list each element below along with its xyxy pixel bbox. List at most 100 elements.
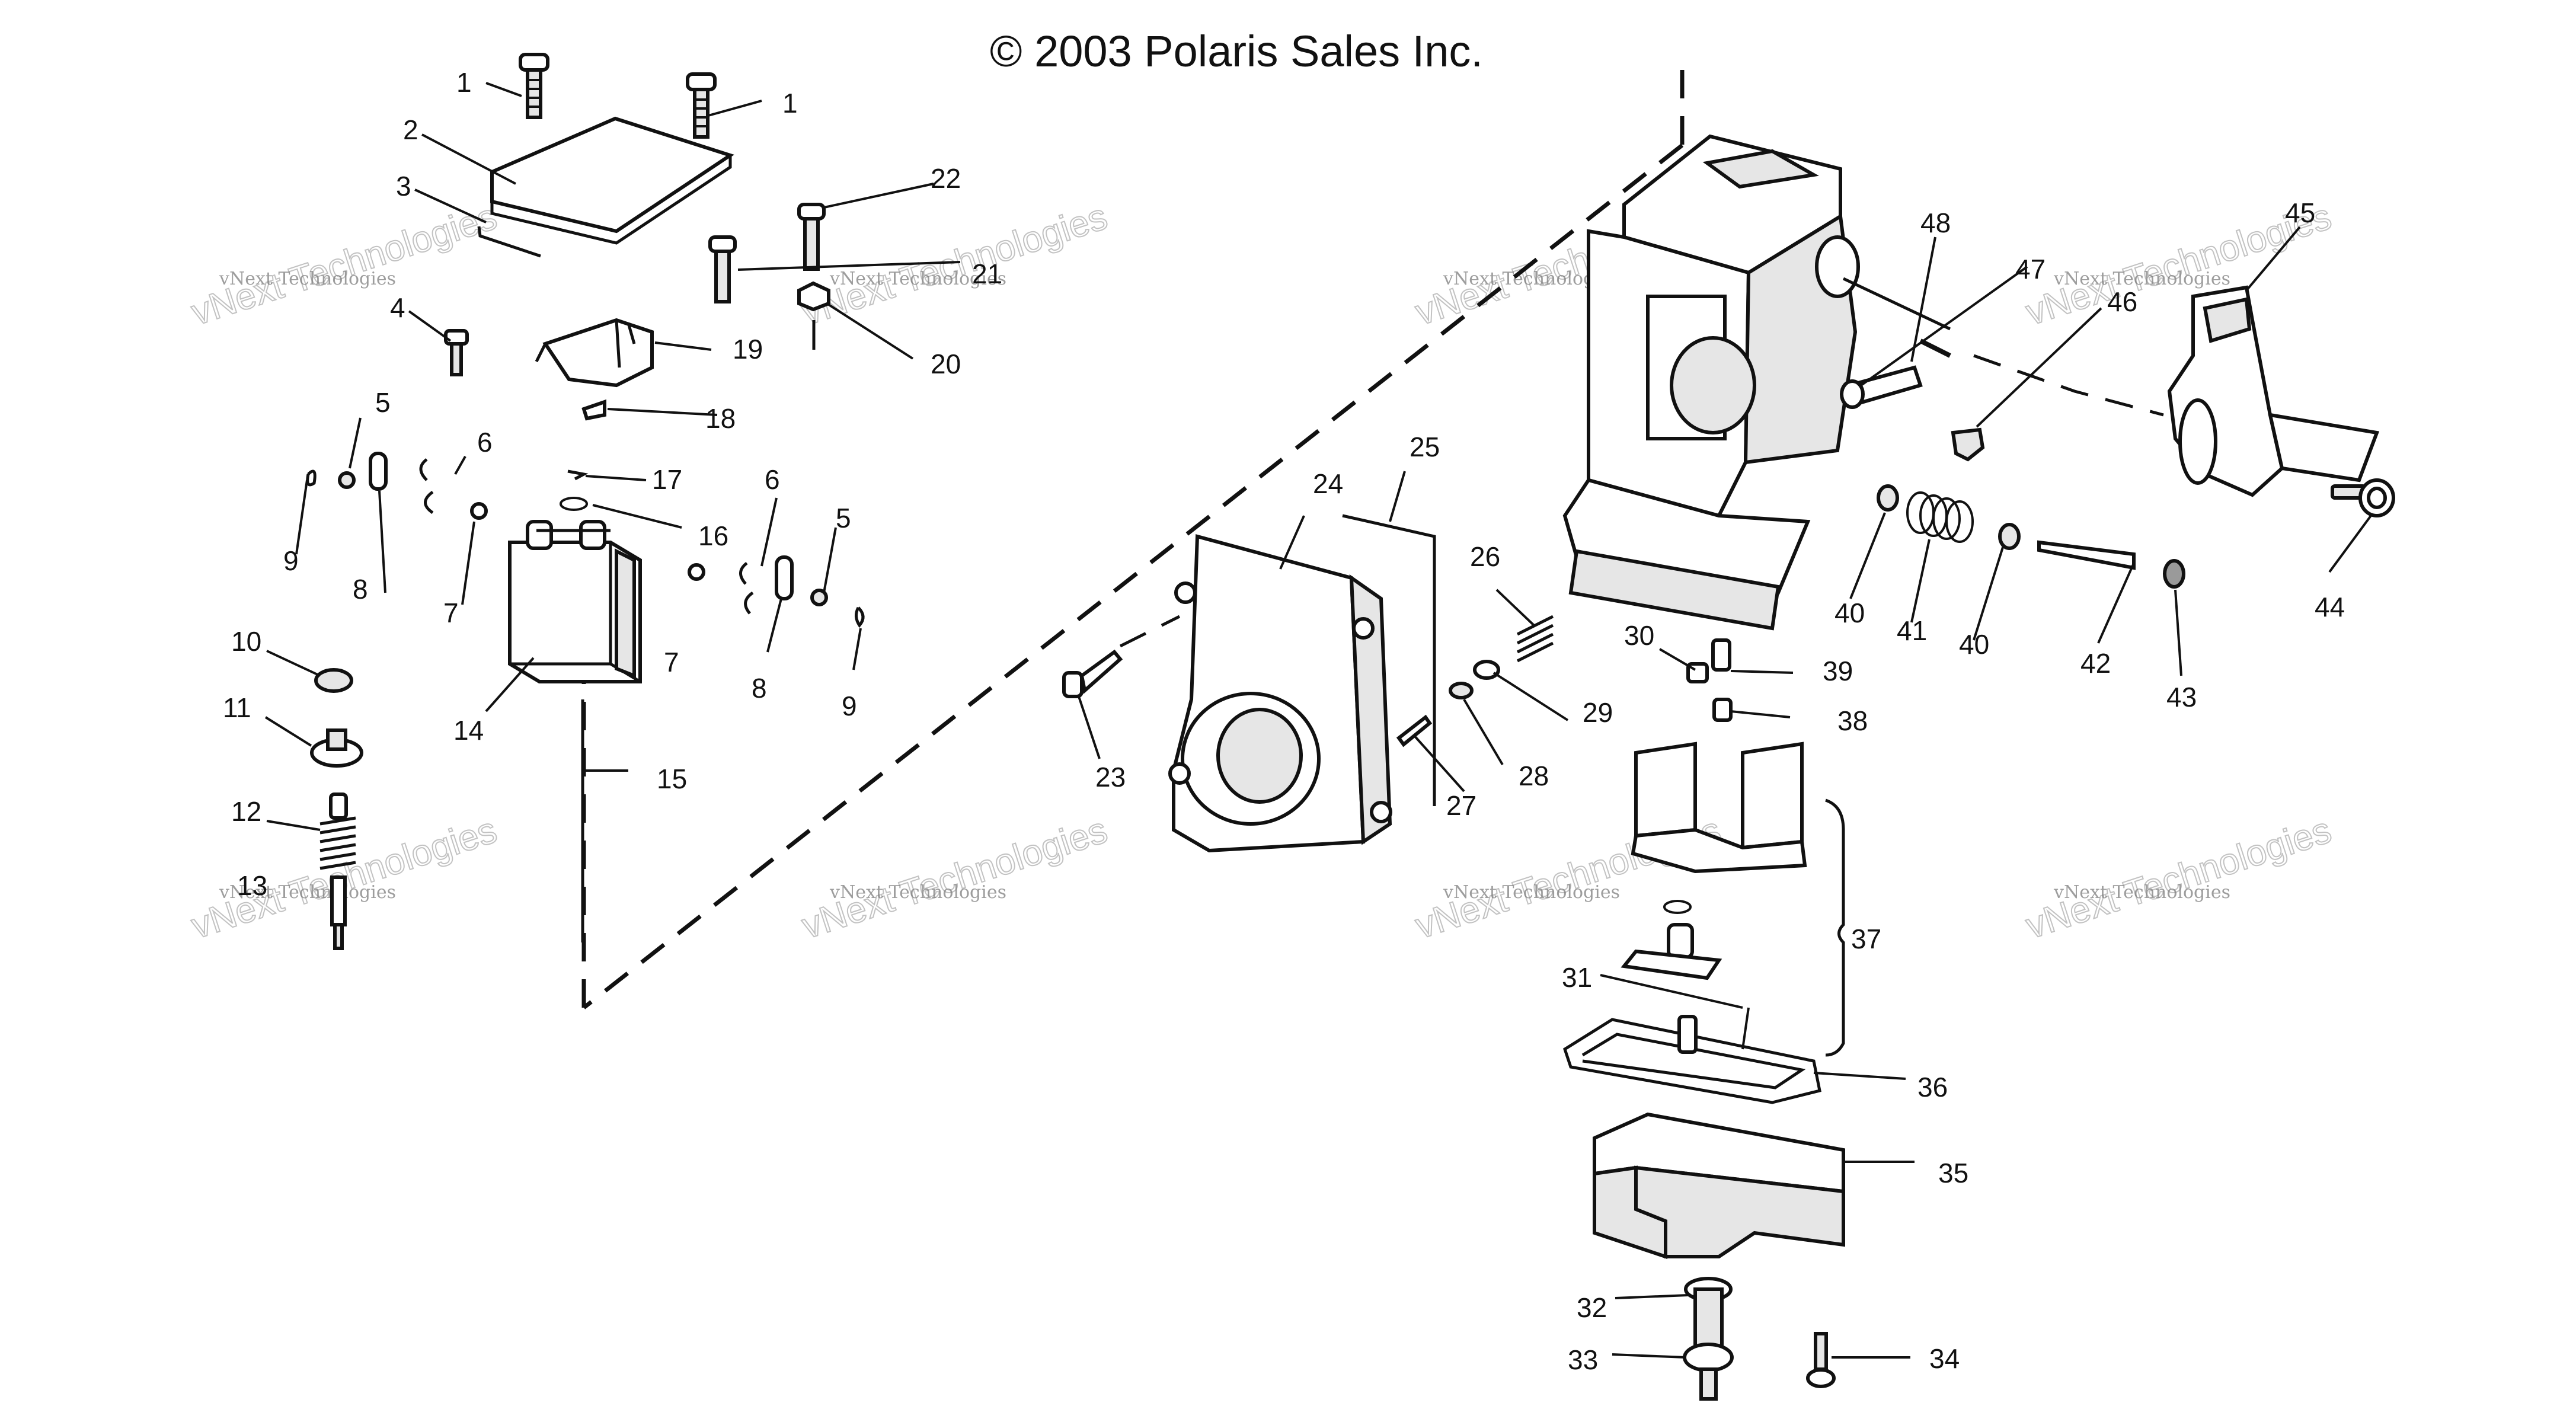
callout-27: 27: [1446, 790, 1476, 821]
callout-43: 43: [2166, 682, 2197, 712]
callout-36: 36: [1917, 1072, 1948, 1103]
callout-28: 28: [1519, 760, 1549, 791]
callout-46: 46: [2107, 286, 2137, 317]
fitting-30-39: [1686, 638, 1733, 722]
washer-40a: [1877, 484, 1899, 512]
callout-41: 41: [1897, 615, 1927, 646]
watermark-text: vNext Technologies: [2053, 269, 2230, 289]
bracket-19: [535, 318, 654, 388]
callout-19: 19: [733, 334, 763, 365]
choke-lever-45: [2167, 285, 2380, 497]
valve-31: [1621, 900, 1722, 980]
callout-47: 47: [2015, 254, 2046, 285]
pin-27: [1396, 714, 1433, 747]
callout-42: 42: [2080, 648, 2111, 679]
carb-body: [1562, 134, 1951, 631]
section-boundary: [581, 70, 1685, 1009]
float-bowl-35: [1593, 1112, 1845, 1260]
nut-11: [310, 728, 363, 768]
callout-9b: 9: [842, 691, 857, 721]
callout-8b: 8: [752, 673, 767, 704]
watermark: vNext Technologies: [2021, 809, 2337, 947]
callout-9a: 9: [283, 545, 299, 576]
watermark-text: vNext Technologies: [219, 882, 396, 903]
screw-34: [1806, 1332, 1836, 1388]
callout-40b: 40: [1959, 629, 1989, 660]
left-linkage-parts: [306, 452, 865, 628]
float-37: [1631, 742, 1807, 874]
washer-40b: [1998, 523, 2021, 550]
callout-labels: 1 1 2 3 4 5 6 9 8 7 6 5 7 8 9 10 11 12 1…: [223, 67, 2345, 1375]
screw-23: [1062, 615, 1181, 698]
spring-26: [1516, 615, 1554, 663]
callout-30: 30: [1624, 620, 1654, 651]
left-assembly: [306, 53, 865, 950]
screw-1a: [519, 53, 549, 119]
callout-37: 37: [1851, 923, 1881, 954]
screw-4: [444, 329, 469, 376]
callout-13: 13: [237, 870, 267, 901]
callout-1b: 1: [782, 88, 798, 119]
callout-48: 48: [1920, 207, 1951, 238]
needle-42: [2037, 540, 2136, 570]
callout-7a: 7: [443, 597, 459, 628]
watermark-outline-text: vNext Technologies: [2021, 810, 2337, 947]
watermark: vNext Technologies: [186, 196, 503, 334]
bracket-37: [1825, 798, 1845, 1057]
watermark-outline-text: vNext Technologies: [187, 196, 502, 333]
callout-24: 24: [1313, 468, 1343, 499]
leader-lines: [264, 82, 2372, 1359]
callout-7b: 7: [664, 647, 679, 678]
callout-35: 35: [1938, 1158, 1968, 1188]
rod-48: [1919, 338, 1951, 358]
callout-38: 38: [1837, 705, 1868, 736]
screw-22: [797, 203, 826, 271]
cap-46: [1951, 427, 1985, 462]
copyright-title: © 2003 Polaris Sales Inc.: [990, 27, 1483, 76]
fitting-47: [1840, 365, 1923, 409]
right-assembly: [1562, 134, 2395, 1401]
callout-29: 29: [1583, 697, 1613, 728]
callout-20: 20: [931, 349, 961, 379]
middle-assembly: [1062, 514, 1554, 853]
callout-22: 22: [931, 163, 961, 194]
callout-39: 39: [1823, 656, 1853, 686]
watermark-outline-text: vNext Technologies: [797, 810, 1113, 947]
callout-21: 21: [972, 258, 1002, 289]
watermark-text: vNext Technologies: [219, 269, 396, 289]
gasket-36: [1563, 1015, 1821, 1104]
callout-33: 33: [1568, 1344, 1598, 1375]
gasket-25: [1342, 514, 1436, 806]
callout-44: 44: [2315, 592, 2345, 622]
ball-43: [2163, 559, 2185, 589]
callout-45: 45: [2285, 197, 2315, 228]
cover-plate: [490, 116, 734, 234]
callout-11: 11: [223, 692, 251, 723]
callout-6b: 6: [765, 464, 780, 495]
callout-16: 16: [698, 520, 728, 551]
callout-12: 12: [231, 796, 261, 827]
callout-17: 17: [652, 464, 682, 495]
callout-1a: 1: [456, 67, 472, 98]
callout-15: 15: [657, 763, 687, 794]
screw-21: [708, 235, 737, 303]
callout-32: 32: [1577, 1292, 1607, 1323]
callout-34: 34: [1929, 1343, 1960, 1374]
callout-5b: 5: [836, 503, 851, 533]
screw-1b: [686, 72, 717, 139]
drain-32-33: [1683, 1277, 1734, 1401]
screw-44: [2331, 478, 2395, 517]
callout-18: 18: [705, 403, 736, 434]
washer-29: [1473, 660, 1500, 680]
cover-gasket: [477, 226, 541, 258]
flange-24: [1168, 534, 1392, 853]
callout-31: 31: [1562, 962, 1592, 993]
callout-4: 4: [390, 292, 405, 323]
watermark-text: vNext Technologies: [829, 269, 1006, 289]
watermark-outline-text: vNext Technologies: [797, 196, 1113, 333]
callout-6a: 6: [477, 427, 493, 458]
watermark-text: vNext Technologies: [1443, 882, 1620, 903]
callout-10: 10: [231, 626, 261, 657]
cap-10: [314, 668, 353, 693]
